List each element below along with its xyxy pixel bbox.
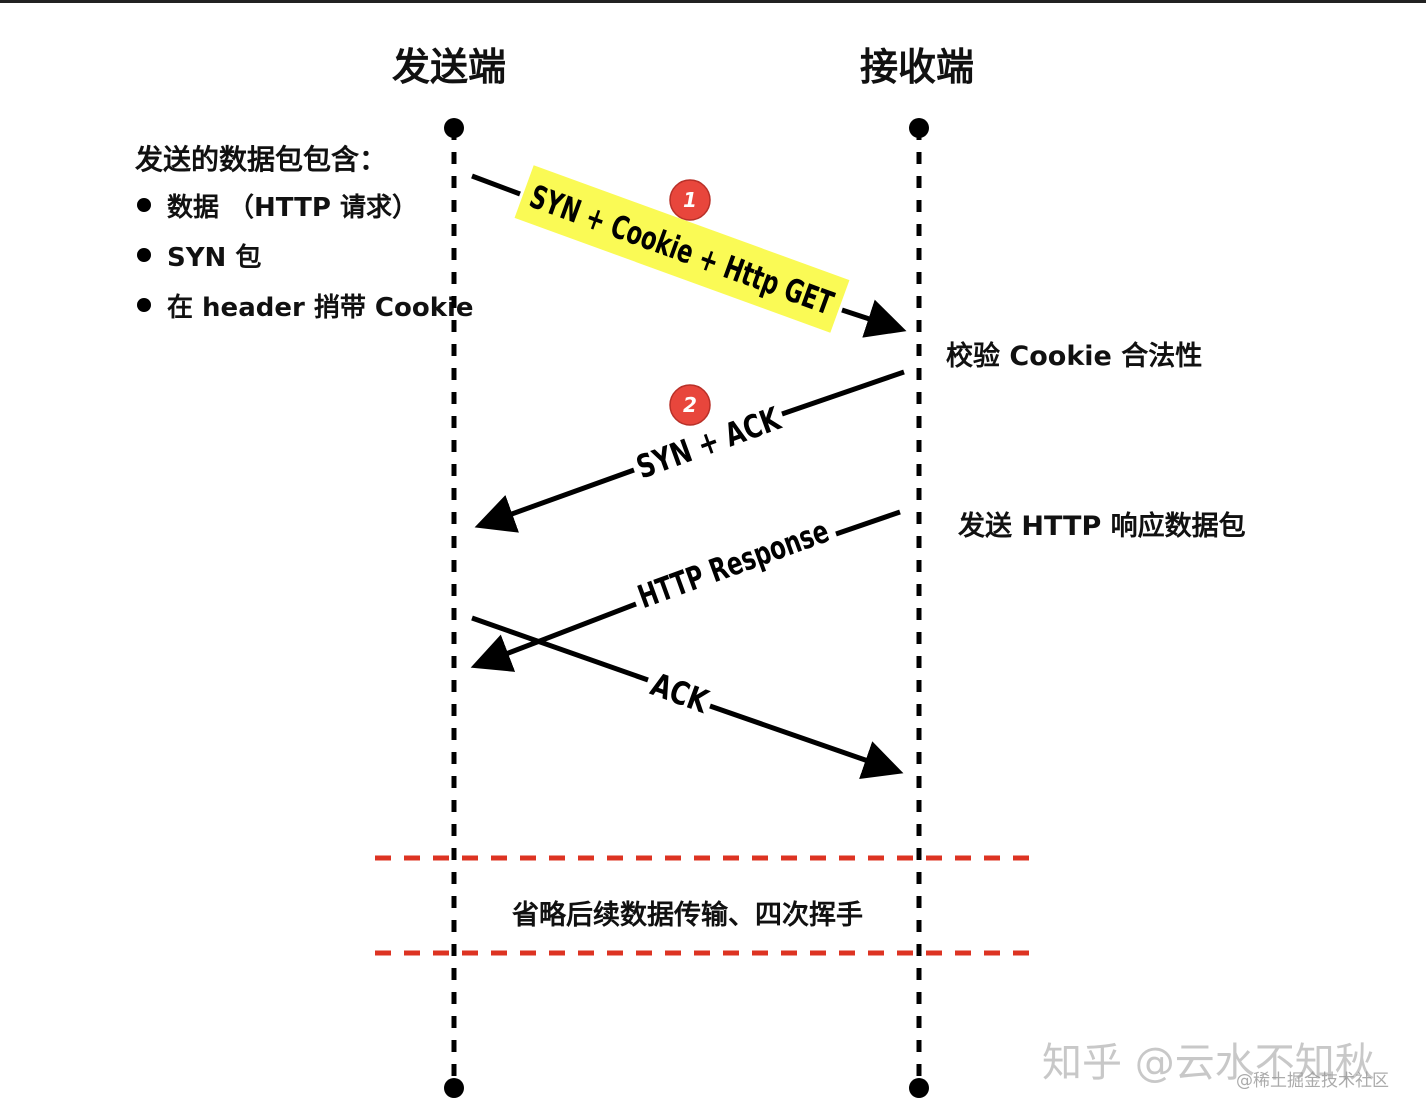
receiver-lifeline-start-dot xyxy=(909,118,929,138)
step-badge-1: 1 xyxy=(669,179,711,221)
step-badge-2: 2 xyxy=(669,384,711,426)
message-highlight xyxy=(514,165,850,333)
note-omitted-steps: 省略后续数据传输、四次挥手 xyxy=(512,900,863,931)
packet-info-item-data: 数据 （HTTP 请求） xyxy=(135,186,474,236)
receiver-lifeline xyxy=(909,118,929,1098)
packet-info-item-syn: SYN 包 xyxy=(135,236,474,286)
watermark-juejin: @稀土掘金技术社区 xyxy=(1236,1071,1389,1091)
step-badge-1-number: 1 xyxy=(683,188,697,212)
sender-lifeline-start-dot xyxy=(444,118,464,138)
sender-packet-info: 发送的数据包包含： 数据 （HTTP 请求） SYN 包 在 header 捎带… xyxy=(135,138,474,336)
step-badge-2-number: 2 xyxy=(683,393,697,417)
receiver-title: 接收端 xyxy=(860,45,975,89)
packet-info-heading: 发送的数据包包含： xyxy=(135,143,388,176)
note-verify-cookie: 校验 Cookie 合法性 xyxy=(946,341,1203,372)
sender-lifeline xyxy=(444,118,464,1098)
watermark-zhihu: 知乎 @云水不知秋 xyxy=(1042,1040,1375,1086)
receiver-lifeline-end-dot xyxy=(909,1078,929,1098)
sender-lifeline-end-dot xyxy=(444,1078,464,1098)
message-label-http-response: HTTP Response xyxy=(633,512,834,616)
message-ack: ACK xyxy=(471,615,904,780)
message-label-ack: ACK xyxy=(646,665,714,721)
note-send-response: 发送 HTTP 响应数据包 xyxy=(958,511,1246,542)
packet-info-item-cookie: 在 header 捎带 Cookie xyxy=(135,286,474,336)
top-border xyxy=(0,0,1426,3)
packet-info-list: 数据 （HTTP 请求） SYN 包 在 header 捎带 Cookie xyxy=(135,186,474,336)
sender-title: 发送端 xyxy=(392,45,507,89)
